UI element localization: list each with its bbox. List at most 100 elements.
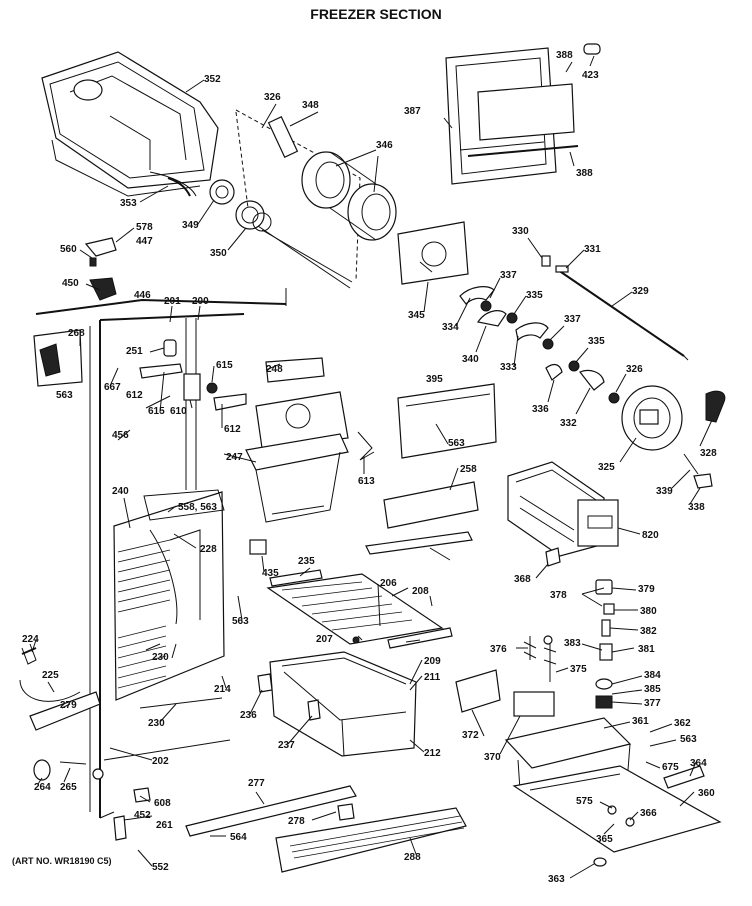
part-label: 362 xyxy=(674,718,691,729)
part-label: 240 xyxy=(112,486,129,497)
part-label: 361 xyxy=(632,716,649,727)
part-label: 383 xyxy=(564,638,581,649)
part-label: 340 xyxy=(462,354,479,365)
leader-lines xyxy=(31,55,713,879)
part-label: 350 xyxy=(210,248,227,259)
part-label: 258 xyxy=(460,464,477,475)
part-label: 237 xyxy=(278,740,295,751)
part-label: 326 xyxy=(264,92,281,103)
part-label: 279 xyxy=(60,700,77,711)
bottom-rails-drawing xyxy=(103,739,467,873)
part-label: 563 xyxy=(232,616,249,627)
part-label: 564 xyxy=(230,832,247,843)
part-label: 224 xyxy=(22,634,39,645)
part-label: 200 xyxy=(192,296,209,307)
part-label: 230 xyxy=(148,718,165,729)
part-label: 447 xyxy=(136,236,153,247)
part-label: 388 xyxy=(576,168,593,179)
part-label: 435 xyxy=(262,568,279,579)
part-label: 450 xyxy=(62,278,79,289)
part-label: 209 xyxy=(424,656,441,667)
motor-plate-drawing xyxy=(397,221,469,285)
part-label: 667 xyxy=(104,382,121,393)
auger-drawing xyxy=(209,179,353,289)
part-label: 563 xyxy=(448,438,465,449)
part-label: 214 xyxy=(214,684,231,695)
part-label: 288 xyxy=(404,852,421,863)
part-label: 334 xyxy=(442,322,459,333)
part-label: 377 xyxy=(644,698,661,709)
part-label: 236 xyxy=(240,710,257,721)
part-label: 365 xyxy=(596,834,613,845)
part-label: 446 xyxy=(134,290,151,301)
machine-compartment-drawing xyxy=(455,669,722,867)
part-label: 387 xyxy=(404,106,421,117)
wire-shelf-drawing xyxy=(249,539,453,649)
part-label: 335 xyxy=(526,290,543,301)
part-label: 268 xyxy=(68,328,85,339)
part-label: 353 xyxy=(120,198,137,209)
part-label: 368 xyxy=(514,574,531,585)
part-label: 613 xyxy=(358,476,375,487)
left-parts-drawing xyxy=(19,237,117,781)
part-label: 349 xyxy=(182,220,199,231)
part-label: 228 xyxy=(200,544,217,555)
part-label: 265 xyxy=(60,782,77,793)
part-label: 552 xyxy=(152,862,169,873)
part-label: 379 xyxy=(638,584,655,595)
freezer-bin-drawing xyxy=(257,651,417,757)
part-label: 277 xyxy=(248,778,265,789)
part-label: 558, 563 xyxy=(178,502,217,513)
evaporator-drawing xyxy=(113,489,225,709)
part-label: 352 xyxy=(204,74,221,85)
part-label: 339 xyxy=(656,486,673,497)
part-label: 372 xyxy=(462,730,479,741)
part-label: 370 xyxy=(484,752,501,763)
part-label: 378 xyxy=(550,590,567,601)
part-label: 207 xyxy=(316,634,333,645)
part-label: 328 xyxy=(700,448,717,459)
part-label: 230 xyxy=(152,652,169,663)
part-label: 452 xyxy=(134,810,151,821)
ice-bucket-drawing xyxy=(41,51,219,197)
part-label: 248 xyxy=(266,364,283,375)
part-label: 331 xyxy=(584,244,601,255)
part-label: 608 xyxy=(154,798,171,809)
part-label: 423 xyxy=(582,70,599,81)
part-label: 330 xyxy=(512,226,529,237)
motor-assembly-drawing xyxy=(608,385,726,489)
part-label: 348 xyxy=(302,100,319,111)
part-label: 381 xyxy=(638,644,655,655)
part-label: 612 xyxy=(224,424,241,435)
shelf-parts-drawing xyxy=(365,383,497,555)
part-label: 575 xyxy=(576,796,593,807)
part-label: 363 xyxy=(548,874,565,885)
part-label: 212 xyxy=(424,748,441,759)
part-label: 211 xyxy=(424,672,441,683)
part-label: 208 xyxy=(412,586,429,597)
part-label: 325 xyxy=(598,462,615,473)
part-label: 563 xyxy=(56,390,73,401)
part-label: 264 xyxy=(34,782,51,793)
art-number: (ART NO. WR18190 C5) xyxy=(12,856,112,866)
dispenser-panel-drawing xyxy=(235,109,397,281)
part-label: 333 xyxy=(500,362,517,373)
part-label: 235 xyxy=(298,556,315,567)
part-label: 335 xyxy=(588,336,605,347)
part-label: 326 xyxy=(626,364,643,375)
part-label: 366 xyxy=(640,808,657,819)
part-label: 382 xyxy=(640,626,657,637)
part-label: 206 xyxy=(380,578,397,589)
part-label: 278 xyxy=(288,816,305,827)
part-label: 338 xyxy=(688,502,705,513)
page-title: FREEZER SECTION xyxy=(310,6,442,22)
part-label: 615 xyxy=(216,360,233,371)
part-label: 202 xyxy=(152,756,169,767)
part-label: 201 xyxy=(164,296,181,307)
part-label: 675 xyxy=(662,762,679,773)
part-label: 375 xyxy=(570,664,587,675)
part-label: 560 xyxy=(60,244,77,255)
part-label: 261 xyxy=(156,820,173,831)
